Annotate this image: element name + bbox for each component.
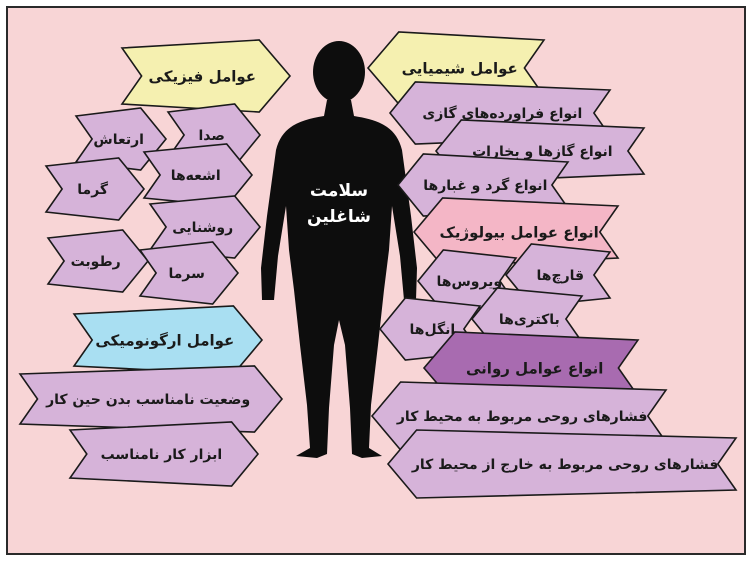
arrow-label: وضعیت نامناسب بدن حین کار bbox=[45, 392, 250, 408]
arrow-label: انواع عوامل بیولوژیک bbox=[439, 223, 598, 241]
arrow-posture: وضعیت نامناسب بدن حین کار bbox=[20, 366, 282, 432]
arrow-label: روشنایی bbox=[172, 220, 233, 236]
arrow-label: انواع گرد و غبارها bbox=[423, 177, 547, 194]
arrow-label: صدا bbox=[198, 128, 224, 144]
arrow-ergonomic: عوامل ارگونومیکی bbox=[74, 306, 262, 374]
arrow-label: عوامل ارگونومیکی bbox=[95, 331, 234, 349]
arrow-label: ویروس‌ها bbox=[436, 274, 502, 290]
arrow-label: اشعه‌ها bbox=[171, 168, 221, 184]
arrow-tools: ابزار کار نامناسب bbox=[70, 422, 258, 486]
arrow-label: انواع عوامل روانی bbox=[466, 359, 603, 377]
arrow-label: ارتعاش bbox=[93, 132, 144, 148]
arrow-humidity: رطوبت bbox=[48, 230, 148, 292]
figure-head bbox=[313, 41, 365, 103]
arrow-physical: عوامل فیزیکی bbox=[122, 40, 290, 112]
arrow-label: انگل‌ها bbox=[409, 321, 455, 338]
arrow-label: عوامل شیمیایی bbox=[402, 59, 518, 77]
arrow-label: سرما bbox=[168, 266, 204, 282]
center-label-line1: سلامت bbox=[310, 181, 368, 201]
arrow-label: باکتری‌ها bbox=[499, 312, 560, 328]
arrow-label: گرما bbox=[77, 181, 109, 198]
arrow-label: انواع فراورده‌های گازی bbox=[422, 105, 582, 122]
arrow-label: فشارهای روحی مربوط به خارج از محیط کار bbox=[411, 457, 719, 473]
center-label-line2: شاغلین bbox=[307, 207, 371, 227]
arrow-label: عوامل فیزیکی bbox=[149, 67, 257, 85]
arrow-label: قارچ‌ها bbox=[537, 268, 585, 284]
arrow-label: فشارهای روحی مربوط به محیط کار bbox=[396, 409, 648, 425]
arrow-label: ابزار کار نامناسب bbox=[101, 447, 223, 463]
arrow-stress_out: فشارهای روحی مربوط به خارج از محیط کار bbox=[388, 430, 736, 498]
arrow-label: رطوبت bbox=[71, 254, 121, 270]
